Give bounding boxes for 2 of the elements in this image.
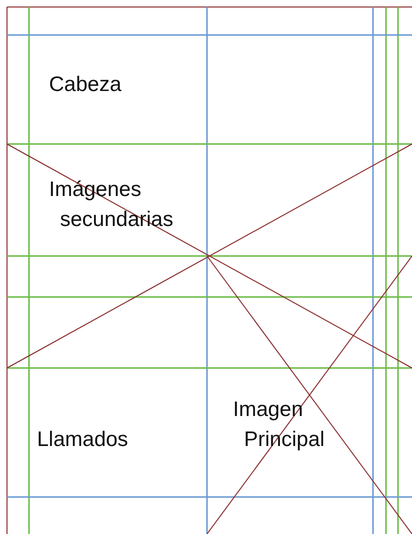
region-label: Llamados — [37, 427, 130, 453]
region-label: Cabeza — [49, 72, 122, 98]
